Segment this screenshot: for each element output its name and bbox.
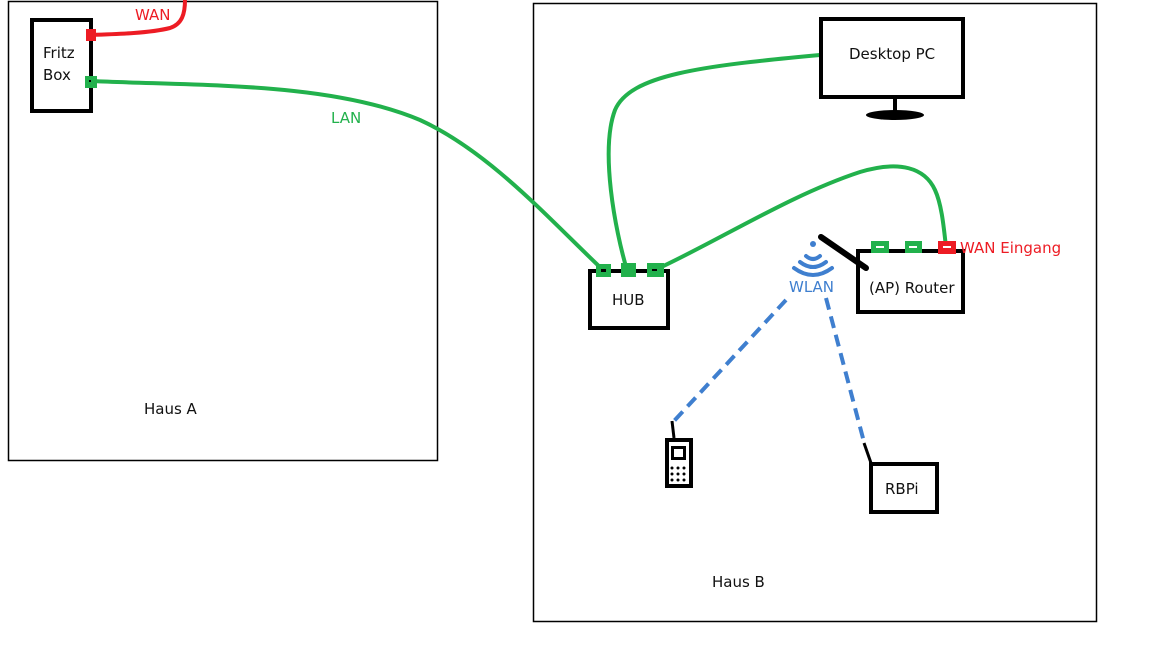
- hub-label: HUB: [612, 291, 645, 309]
- wan-eingang-label: WAN Eingang: [960, 239, 1061, 257]
- port-pin: [876, 246, 884, 248]
- desktop-pc-base: [866, 110, 924, 120]
- port-pin: [943, 246, 951, 248]
- lan-label: LAN: [331, 109, 361, 127]
- port-pin: [601, 269, 606, 272]
- wlan-link-phone: [672, 298, 788, 423]
- rbpi-label: RBPi: [885, 480, 919, 498]
- router-label: (AP) Router: [869, 279, 955, 297]
- desktop-pc-stand: [893, 97, 897, 111]
- lan-cable-hub-desktop: [606, 53, 821, 271]
- rbpi-device: [869, 462, 939, 514]
- hub-port-2: [621, 263, 636, 277]
- wlan-link-rbpi: [824, 297, 866, 443]
- hub-device: [588, 269, 670, 330]
- port-pin: [89, 80, 91, 82]
- haus-a-label: Haus A: [144, 400, 198, 418]
- haus-b-label: Haus B: [712, 573, 765, 591]
- router-device: [856, 249, 965, 314]
- mobile-phone-icon: [665, 420, 693, 488]
- lan-cable-fritzbox-hub: [91, 79, 605, 272]
- wan-label: WAN: [135, 6, 171, 24]
- port-pin: [652, 269, 657, 271]
- fritzbox-label-line2: Box: [43, 66, 71, 84]
- wan-cable: [89, 0, 187, 37]
- wlan-label: WLAN: [789, 278, 834, 296]
- haus-b-boundary: [532, 2, 1098, 623]
- port-pin: [909, 246, 917, 248]
- lan-cable-hub-router: [654, 164, 948, 272]
- rbpi-antenna: [862, 442, 873, 464]
- fritzbox-device: [30, 18, 93, 113]
- desktop-pc-label: Desktop PC: [849, 45, 935, 63]
- haus-a-boundary: [7, 0, 439, 462]
- router-antenna: [818, 234, 869, 271]
- fritzbox-label-line1: Fritz: [43, 44, 75, 62]
- fritzbox-wan-port: [86, 29, 96, 41]
- wifi-icon: [792, 241, 834, 277]
- desktop-pc-monitor: [819, 17, 965, 99]
